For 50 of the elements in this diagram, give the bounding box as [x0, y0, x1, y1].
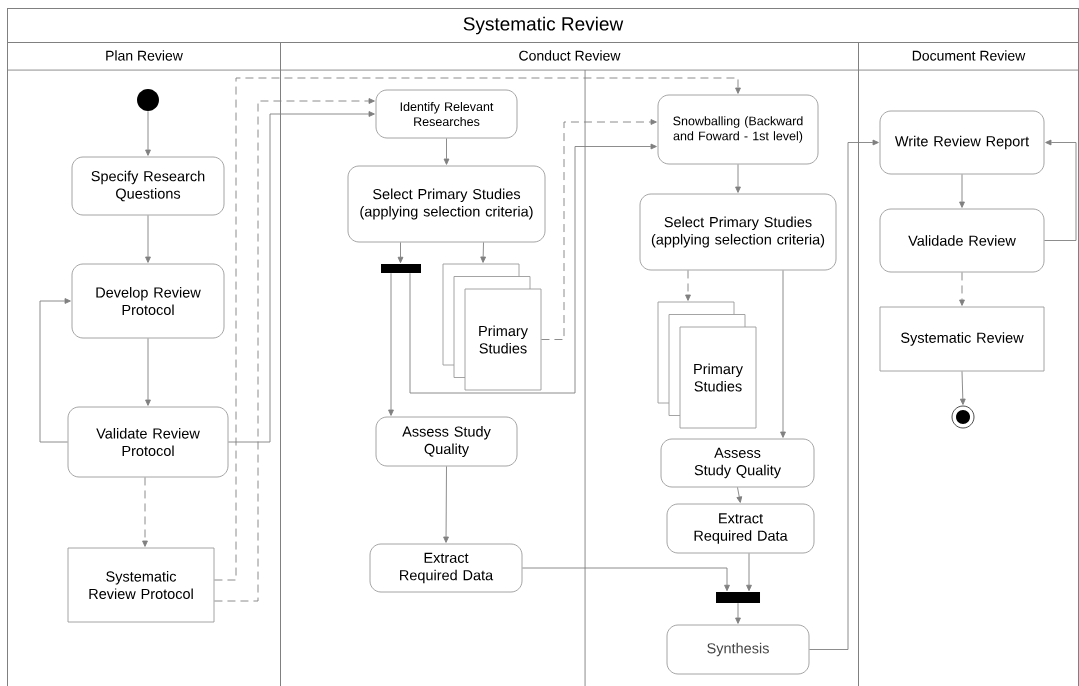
arrow: [959, 371, 966, 405]
artifact-box: Systematic Review: [879, 306, 1045, 372]
arrow: [685, 270, 691, 301]
arrow: [214, 98, 375, 602]
activity-box: Assess Study Quality: [660, 438, 815, 488]
end-node: [951, 405, 975, 429]
document-stack: Primary Studies: [657, 301, 757, 429]
arrow: [735, 602, 741, 624]
arrow: [228, 111, 375, 443]
arrow: [735, 164, 741, 193]
activity-box: Validate Review Protocol: [67, 406, 229, 478]
activity-box: Select Primary Studies (applying selection criteria): [639, 193, 837, 271]
arrow: [142, 477, 148, 547]
title-band: Systematic Review: [7, 8, 1079, 43]
arrow: [522, 567, 730, 592]
arrow: [145, 338, 151, 406]
activity-box: Specify Research Questions: [71, 156, 225, 216]
activity-box: Extract Required Data: [369, 543, 523, 593]
arrow: [214, 77, 741, 581]
arrow: [746, 553, 752, 592]
arrow: [145, 110, 151, 156]
fork-bar: [381, 264, 421, 273]
activity-box: Snowballing (Backward and Foward - 1st level): [657, 94, 819, 165]
arrow: [388, 272, 394, 416]
activity-box: Write Review Report: [879, 110, 1045, 175]
activity-box: Identify Relevant Researches: [375, 89, 518, 139]
arrow: [541, 119, 657, 340]
arrow: [780, 270, 786, 438]
activity-box: Synthesis: [666, 624, 810, 675]
activity-box: Validade Review: [879, 208, 1045, 273]
document-stack: Primary Studies: [442, 263, 542, 391]
activity-box: Assess Study Quality: [375, 416, 518, 467]
activity-box: Select Primary Studies (applying selection criteria): [347, 165, 546, 243]
arrow: [736, 487, 743, 503]
arrow: [39, 298, 71, 443]
arrow: [397, 242, 404, 264]
arrow: [443, 138, 450, 165]
arrow: [959, 272, 965, 306]
arrow: [480, 242, 487, 263]
activity-box: Extract Required Data: [666, 503, 815, 554]
arrow: [809, 139, 879, 650]
join-bar: [716, 592, 760, 603]
arrow: [959, 174, 965, 208]
artifact-box: Systematic Review Protocol: [67, 547, 215, 623]
arrow: [1044, 139, 1077, 241]
activity-box: Develop Review Protocol: [71, 263, 225, 339]
start-node: [137, 89, 159, 111]
arrow: [443, 466, 449, 543]
arrow: [409, 143, 657, 394]
arrow: [145, 215, 151, 263]
